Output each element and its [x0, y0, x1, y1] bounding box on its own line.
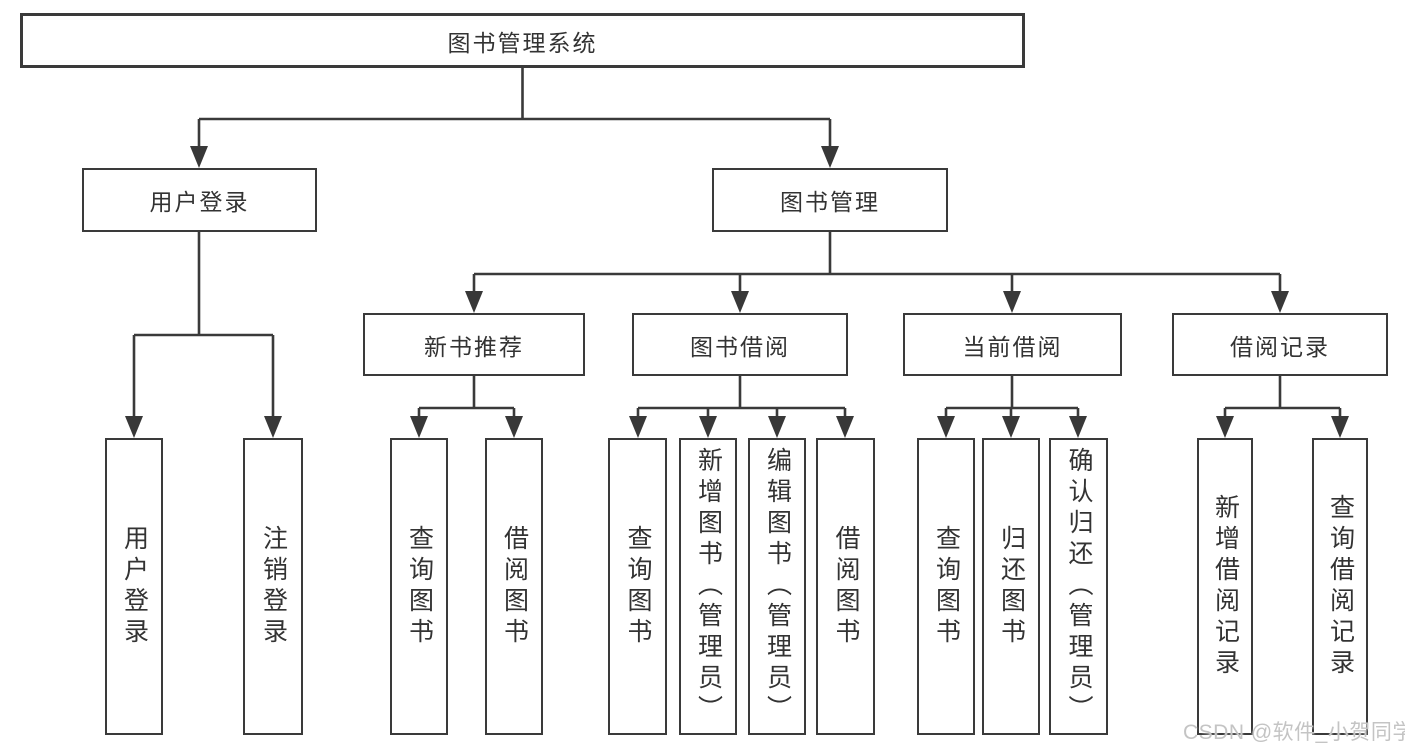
arrowhead-icon	[505, 416, 523, 438]
arrowhead-icon	[629, 416, 647, 438]
arrowhead-icon	[1331, 416, 1349, 438]
node-label: 确认归还（管理员）	[1065, 447, 1093, 726]
arrowhead-icon	[1002, 416, 1020, 438]
node-label: 查询借阅记录	[1326, 493, 1355, 680]
node-leaf-query-book-2: 查询图书	[608, 438, 667, 735]
arrowhead-icon	[1216, 416, 1234, 438]
node-leaf-add-book: 新增图书（管理员）	[679, 438, 737, 735]
node-label: 新增借阅记录	[1211, 493, 1240, 680]
node-label: 借阅记录	[1230, 333, 1330, 360]
node-leaf-borrow-book-2: 借阅图书	[816, 438, 875, 735]
node-book-borrow: 图书借阅	[632, 313, 848, 376]
arrowhead-icon	[410, 416, 428, 438]
node-label: 用户登录	[149, 189, 250, 215]
node-current-borrow: 当前借阅	[903, 313, 1122, 376]
node-borrow-records: 借阅记录	[1172, 313, 1388, 376]
node-leaf-logout: 注销登录	[243, 438, 303, 735]
node-label: 借阅图书	[832, 524, 860, 649]
node-label: 查询图书	[932, 524, 961, 649]
node-label: 新书推荐	[424, 333, 524, 360]
node-leaf-return-book: 归还图书	[982, 438, 1040, 735]
connector-book-borrow-to-leaves	[629, 376, 854, 438]
arrowhead-icon	[1003, 291, 1021, 313]
node-label: 查询图书	[624, 524, 652, 649]
node-label: 用户登录	[120, 524, 149, 649]
node-label: 图书借阅	[690, 333, 790, 360]
node-label: 归还图书	[997, 524, 1026, 649]
node-leaf-add-borrow-record: 新增借阅记录	[1197, 438, 1253, 735]
arrowhead-icon	[836, 416, 854, 438]
node-leaf-query-book-3: 查询图书	[917, 438, 975, 735]
connector-current-borrow-to-leaves	[937, 376, 1087, 438]
node-new-book-recommend: 新书推荐	[363, 313, 585, 376]
node-label: 新增图书（管理员）	[694, 447, 723, 726]
arrowhead-icon	[731, 291, 749, 313]
connector-new-book-recommend-to-leaves	[410, 376, 523, 438]
node-leaf-confirm-return: 确认归还（管理员）	[1049, 438, 1108, 735]
node-leaf-query-book-1: 查询图书	[390, 438, 448, 735]
arrowhead-icon	[821, 146, 839, 168]
connector-book-management-to-level2	[465, 232, 1289, 313]
arrowhead-icon	[190, 146, 208, 168]
connector-root-to-level1	[190, 68, 839, 168]
arrowhead-icon	[264, 416, 282, 438]
connector-user-login-to-leaves	[125, 232, 282, 438]
arrowhead-icon	[1271, 291, 1289, 313]
arrowhead-icon	[937, 416, 955, 438]
arrowhead-icon	[1069, 416, 1087, 438]
node-label: 注销登录	[259, 524, 288, 649]
node-label: 图书管理	[780, 189, 880, 215]
node-label: 图书管理系统	[447, 29, 598, 56]
node-leaf-edit-book: 编辑图书（管理员）	[748, 438, 806, 735]
node-root-system: 图书管理系统	[20, 13, 1025, 68]
arrowhead-icon	[125, 416, 143, 438]
node-leaf-borrow-book-1: 借阅图书	[485, 438, 543, 735]
node-label: 编辑图书（管理员）	[763, 447, 792, 726]
node-leaf-query-borrow-record: 查询借阅记录	[1312, 438, 1368, 735]
node-leaf-user-login: 用户登录	[105, 438, 163, 735]
arrowhead-icon	[768, 416, 786, 438]
node-label: 当前借阅	[962, 333, 1063, 360]
node-user-login: 用户登录	[82, 168, 317, 232]
node-label: 查询图书	[405, 524, 434, 649]
connector-borrow-records-to-leaves	[1216, 376, 1349, 438]
arrowhead-icon	[699, 416, 717, 438]
node-book-management: 图书管理	[712, 168, 948, 232]
node-label: 借阅图书	[500, 524, 529, 649]
arrowhead-icon	[465, 291, 483, 313]
